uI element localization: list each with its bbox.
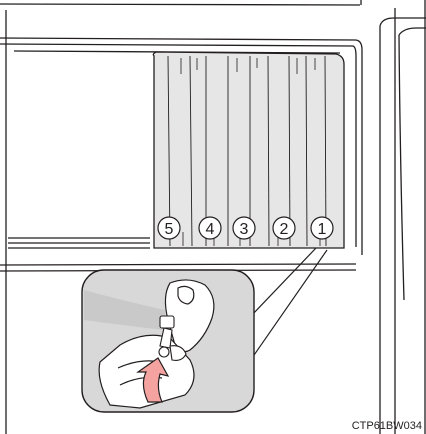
panel-label-2-text: 2 [280, 221, 289, 238]
figure-reference-code: CTP61BW034 [352, 420, 422, 432]
panel-label-2: 2 [273, 217, 295, 239]
panel-label-5-text: 5 [165, 221, 174, 238]
panel-label-4-text: 4 [206, 221, 215, 238]
panel-label-1-text: 1 [318, 221, 327, 238]
detail-inset [82, 270, 254, 412]
panel-label-1: 1 [311, 217, 333, 239]
panel-label-5: 5 [158, 217, 180, 239]
panel-label-3-text: 3 [240, 221, 249, 238]
panel-label-4: 4 [199, 217, 221, 239]
panel-label-3: 3 [233, 217, 255, 239]
